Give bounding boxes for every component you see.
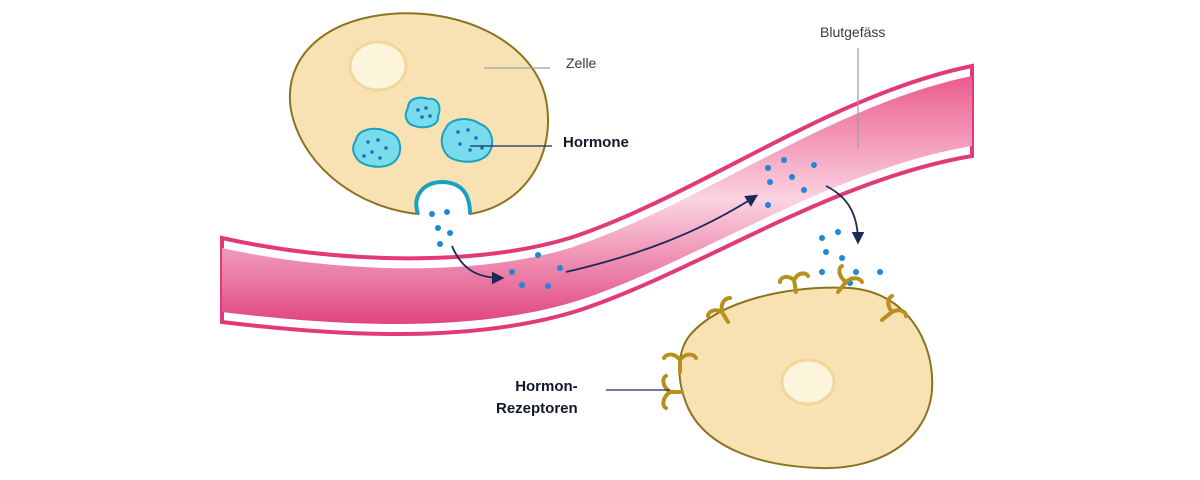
- target-cell-nucleus: [780, 358, 836, 406]
- hormone-dot: [839, 255, 845, 261]
- cell-label: Zelle: [566, 55, 597, 71]
- hormone-dot: [823, 249, 829, 255]
- receptor: [836, 264, 864, 294]
- hormone-dot: [509, 269, 515, 275]
- blood-vessel-label: Blutgefäss: [820, 24, 886, 40]
- hormone-vesicle: [440, 118, 494, 163]
- hormones-label: Hormone: [563, 134, 629, 151]
- hormone-dot: [819, 269, 825, 275]
- arrow-vessel-to-target: [825, 185, 865, 245]
- hormone-dot: [767, 179, 773, 185]
- hormone-dot: [819, 235, 825, 241]
- hormone-dot: [835, 229, 841, 235]
- blood-vessel: [220, 63, 974, 336]
- flow-arrows: [451, 185, 865, 285]
- secreting-cell-nucleus: [348, 40, 408, 92]
- hormone-dot: [444, 209, 450, 215]
- hormone-dot: [765, 165, 771, 171]
- secreting-cell: [288, 12, 549, 216]
- hormone-dot: [801, 187, 807, 193]
- hormone-dot: [557, 265, 563, 271]
- hormone-dot: [429, 211, 435, 217]
- hormone-dot: [519, 282, 525, 288]
- arrow-cell-to-vessel: [451, 245, 505, 285]
- target-cell: [678, 286, 934, 470]
- receptor: [778, 271, 810, 294]
- receptors-label-line-1: Hormon-: [515, 378, 578, 395]
- receptors-label: Hormon- Rezeptoren: [496, 376, 578, 420]
- hormone-dot: [447, 230, 453, 236]
- hormone-dot: [435, 225, 441, 231]
- receptors-label-line-2: Rezeptoren: [496, 400, 578, 417]
- receptor: [662, 352, 698, 374]
- hormone-vesicle: [404, 96, 441, 129]
- hormone-dot: [811, 162, 817, 168]
- hormone-dot: [781, 157, 787, 163]
- vessel-lumen: [222, 76, 972, 325]
- leader-lines: [470, 48, 859, 391]
- hormone-dot: [535, 252, 541, 258]
- hormone-dot: [437, 241, 443, 247]
- secretion-vesicle: [414, 179, 472, 215]
- hormone-receptors: [661, 264, 908, 410]
- receptor: [706, 296, 732, 324]
- hormone-molecules: [429, 157, 883, 289]
- hormone-dot: [853, 269, 859, 275]
- arrow-along-vessel: [565, 194, 759, 273]
- receptor: [880, 294, 908, 322]
- hormone-dot: [765, 202, 771, 208]
- hormone-dot: [877, 269, 883, 275]
- hormone-dot: [789, 174, 795, 180]
- vessel-wall: [220, 63, 974, 336]
- hormone-dot: [545, 283, 551, 289]
- hormone-vesicle: [352, 127, 402, 168]
